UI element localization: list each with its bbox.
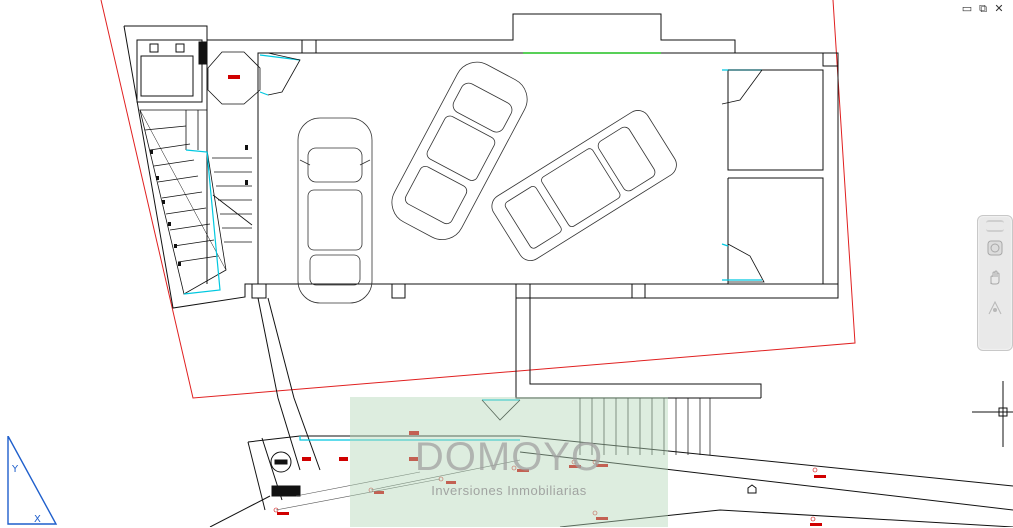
lobby-octagon [207,51,261,105]
car [297,117,373,304]
svg-text:X: X [34,514,41,525]
elevator [136,39,208,103]
watermark: DOMOYO Inversiones Inmobiliarias [350,397,668,527]
door-openings [183,54,762,441]
pump-pit [270,451,301,497]
watermark-brand: DOMOYO [414,435,604,479]
pan-hand-icon[interactable] [983,268,1007,292]
stair-markers [150,145,248,266]
zoom-icon[interactable] [983,298,1007,322]
crosshair-cursor [972,381,1013,447]
annotation-tags [228,75,826,526]
stair [139,109,253,295]
nav-bar-grip[interactable] [986,220,1004,232]
close-icon[interactable]: ✕ [994,2,1004,15]
window-controls: ▭ ⧉ ✕ [961,3,1005,15]
restore-icon[interactable]: ⧉ [979,2,987,15]
leader-lines [275,459,521,511]
navigation-bar [977,215,1013,351]
car [391,61,528,240]
car [491,110,677,261]
ramp-stair [579,398,711,455]
svg-text:Y: Y [11,464,19,475]
building-walls [123,13,1013,527]
minimize-icon[interactable]: ▭ [961,2,973,15]
door-swings [267,52,765,421]
watermark-tagline: Inversiones Inmobiliarias [431,483,587,498]
steering-wheel-icon[interactable] [983,238,1007,262]
ucs-icon: Y X [7,436,58,525]
marker-icon [747,484,757,494]
property-boundary [100,0,856,399]
